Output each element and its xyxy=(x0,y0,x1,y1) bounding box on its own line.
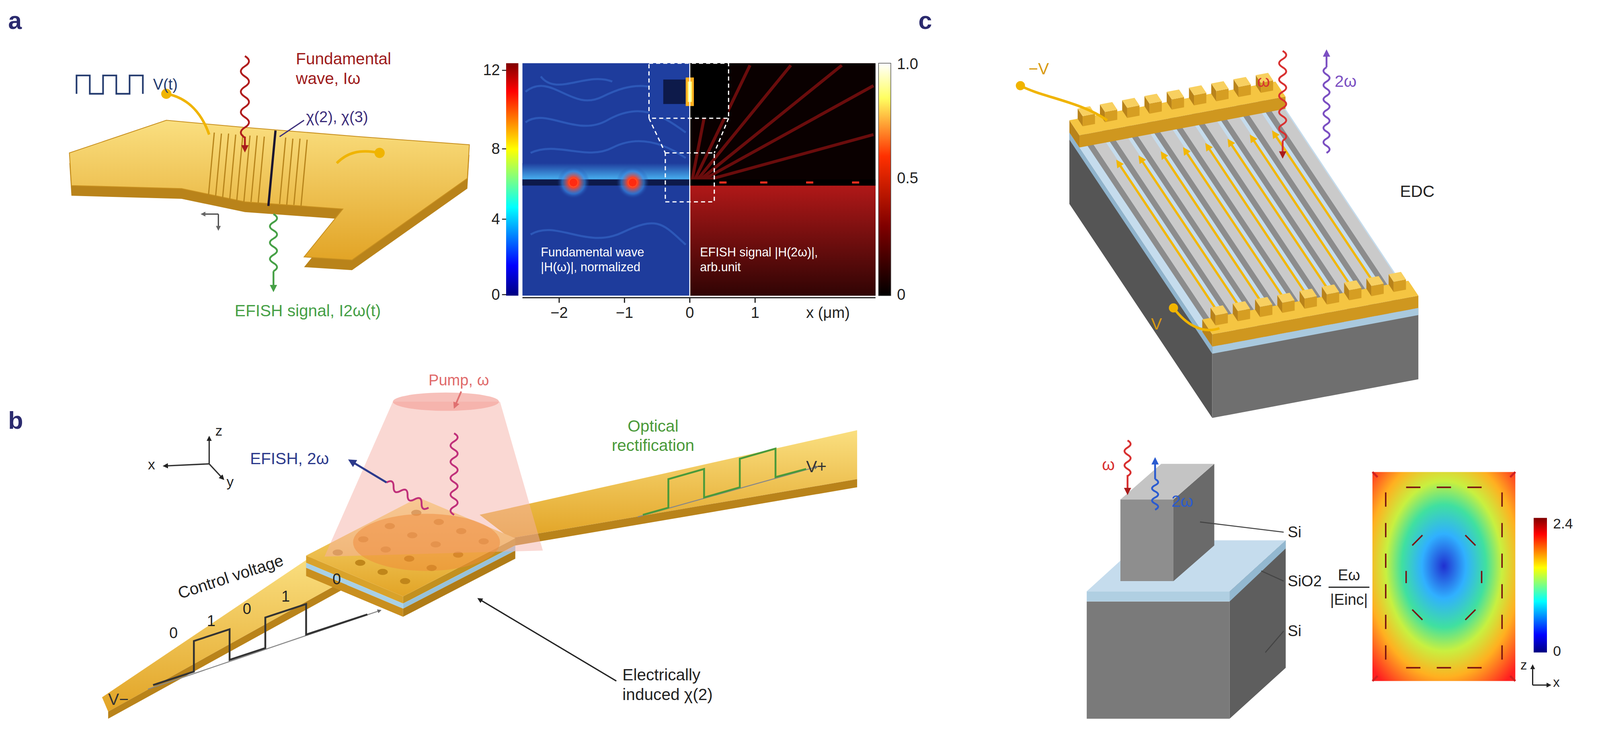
colorbar-tick: 8 xyxy=(491,139,501,159)
control-label: Control voltage xyxy=(175,550,286,604)
panel-letter: b xyxy=(8,406,23,436)
beam-label: Pump, ω xyxy=(428,371,489,390)
beam-label: ω xyxy=(1101,455,1115,475)
fraction-part: |Einc| xyxy=(1330,590,1369,610)
terminal-name: V− xyxy=(108,689,129,710)
map-caption: Fundamental wave |H(ω)|, normalized xyxy=(540,244,684,275)
signal-label: EFISH signal, I2ω(t) xyxy=(234,301,381,321)
panel-letter: c xyxy=(918,6,932,36)
bit-value: 0 xyxy=(242,600,252,619)
axis-name: x xyxy=(147,456,156,474)
beam-label: ω xyxy=(1257,71,1270,92)
susceptibility-label: χ(2), χ(3) xyxy=(305,108,368,127)
colorbar-tick: 12 xyxy=(482,61,500,80)
material-label: SiO2 xyxy=(1287,572,1322,591)
axis-name: y xyxy=(226,473,234,491)
colorbar-tick: 2.4 xyxy=(1552,515,1573,533)
terminal-name: V+ xyxy=(806,457,827,477)
colorbar-tick: 0.5 xyxy=(896,169,919,188)
bit-value: 0 xyxy=(169,624,178,643)
axis-title: x (μm) xyxy=(806,303,850,323)
axis-name: z xyxy=(215,422,223,440)
wave-label: Fundamental wave, Iω xyxy=(295,49,424,89)
signal-label: EFISH, 2ω xyxy=(250,449,329,469)
terminal-name: −V xyxy=(1028,59,1050,79)
colorbar-tick: 0 xyxy=(491,285,501,305)
terminal-name: V xyxy=(1150,314,1162,335)
bit-value: 1 xyxy=(281,587,290,607)
colorbar-tick: 0 xyxy=(1552,642,1562,661)
colorbar-tick: 1.0 xyxy=(896,55,919,74)
material-label: Si xyxy=(1287,622,1302,641)
bit-value: 0 xyxy=(332,570,341,589)
layer-callout: Electrically induced χ(2) xyxy=(622,665,735,705)
field-label: EDC xyxy=(1400,181,1435,202)
panel-letter: a xyxy=(8,6,22,36)
signal-label: Optical rectification xyxy=(602,416,705,456)
axis-name: z xyxy=(1520,657,1528,674)
signal-name: V(t) xyxy=(153,75,178,95)
axis-tick: 0 xyxy=(685,303,694,323)
axis-name: x xyxy=(1552,674,1560,691)
fraction-part: Eω xyxy=(1337,566,1360,585)
axis-tick: −1 xyxy=(615,303,634,323)
colorbar-tick: 0 xyxy=(896,285,906,305)
colorbar-tick: 4 xyxy=(491,210,501,229)
beam-label: 2ω xyxy=(1334,71,1357,92)
axis-tick: −2 xyxy=(550,303,568,323)
beam-label: 2ω xyxy=(1171,491,1194,512)
map-caption: EFISH signal |H(2ω)|, arb.unit xyxy=(699,244,833,275)
axis-tick: 1 xyxy=(750,303,760,323)
bit-value: 1 xyxy=(207,612,216,631)
material-label: Si xyxy=(1287,523,1302,542)
